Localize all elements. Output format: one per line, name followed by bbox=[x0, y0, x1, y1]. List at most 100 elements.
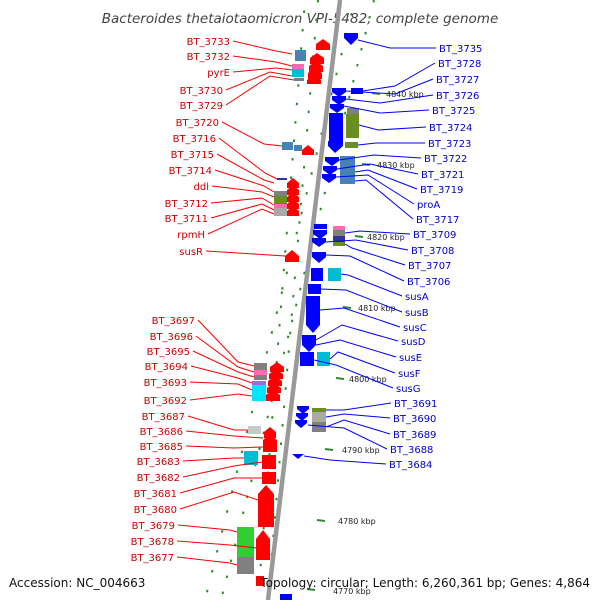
right-connectors bbox=[303, 39, 436, 465]
gene-arrow-reverse bbox=[316, 39, 330, 50]
gene-label[interactable]: BT_3721 bbox=[421, 170, 464, 181]
gene-box bbox=[308, 284, 321, 294]
gene-label[interactable]: BT_3689 bbox=[393, 430, 436, 441]
gene-label[interactable]: BT_3693 bbox=[144, 378, 187, 389]
gene-label[interactable]: BT_3685 bbox=[140, 442, 183, 453]
accession-text: Accession: NC_004663 bbox=[9, 576, 145, 590]
gene-label[interactable]: susE bbox=[399, 353, 422, 364]
map-title: Bacteroides thetaiotaomicron VPI-5482, c… bbox=[102, 11, 499, 27]
gene-arrow-forward bbox=[302, 335, 316, 352]
gene-box bbox=[292, 64, 304, 69]
gene-label[interactable]: ddl bbox=[194, 182, 209, 193]
gene-box bbox=[262, 455, 276, 469]
gene-label[interactable]: BT_3732 bbox=[187, 52, 230, 63]
gene-box bbox=[248, 426, 261, 434]
scale-tick-marks bbox=[306, 92, 381, 591]
gene-label[interactable]: BT_3727 bbox=[436, 75, 479, 86]
gene-label[interactable]: susF bbox=[398, 369, 421, 380]
gene-arrow-reverse bbox=[287, 199, 299, 209]
gene-label[interactable]: BT_3678 bbox=[131, 537, 174, 548]
gene-box bbox=[345, 142, 358, 148]
gene-label[interactable]: BT_3728 bbox=[438, 59, 481, 70]
gene-label[interactable]: susG bbox=[396, 384, 421, 395]
gene-label[interactable]: BT_3722 bbox=[424, 154, 467, 165]
gene-arrow-reverse bbox=[268, 376, 282, 386]
gene-label[interactable]: BT_3690 bbox=[393, 414, 436, 425]
gene-label[interactable]: proA bbox=[417, 200, 440, 211]
gene-label[interactable]: BT_3723 bbox=[428, 139, 471, 150]
gene-label[interactable]: BT_3717 bbox=[416, 215, 459, 226]
gene-label[interactable]: BT_3691 bbox=[394, 399, 437, 410]
gene-label[interactable]: BT_3706 bbox=[407, 277, 450, 288]
gene-arrow-reverse bbox=[309, 61, 323, 72]
gene-arrow-reverse bbox=[287, 206, 299, 216]
gene-arrow-forward bbox=[306, 296, 320, 333]
gene-label[interactable]: susD bbox=[401, 337, 426, 348]
gene-arrow-forward bbox=[323, 166, 337, 175]
gene-box bbox=[262, 472, 276, 484]
gene-label[interactable]: BT_3686 bbox=[140, 427, 183, 438]
scale-label: 4790 kbp bbox=[342, 446, 380, 455]
gene-box bbox=[254, 375, 267, 380]
gene-label[interactable]: BT_3695 bbox=[147, 347, 190, 358]
gene-label[interactable]: BT_3708 bbox=[411, 246, 454, 257]
gene-label[interactable]: BT_3697 bbox=[152, 316, 195, 327]
gene-label[interactable]: BT_3680 bbox=[134, 505, 177, 516]
gene-box bbox=[237, 527, 254, 557]
gene-label[interactable]: BT_3733 bbox=[187, 37, 230, 48]
gene-label[interactable]: BT_3688 bbox=[390, 445, 433, 456]
gene-label[interactable]: susB bbox=[405, 308, 429, 319]
gene-box bbox=[333, 230, 345, 236]
gene-arrow-forward bbox=[332, 88, 346, 97]
gene-box bbox=[317, 352, 330, 366]
scale-label: 4770 kbp bbox=[333, 587, 371, 596]
gene-box bbox=[274, 208, 287, 216]
gene-box bbox=[333, 242, 345, 246]
gene-label[interactable]: BT_3687 bbox=[142, 412, 185, 423]
gene-label[interactable]: BT_3709 bbox=[413, 230, 456, 241]
gene-label[interactable]: BT_3716 bbox=[173, 134, 216, 145]
gene-label[interactable]: BT_3682 bbox=[137, 473, 180, 484]
gene-box bbox=[340, 162, 355, 184]
gene-arrow-reverse bbox=[258, 485, 274, 527]
gene-label[interactable]: BT_3707 bbox=[408, 261, 451, 272]
gene-label[interactable]: BT_3729 bbox=[180, 101, 223, 112]
right-gene-labels: BT_3735 BT_3728 BT_3727 BT_3726 BT_3725 … bbox=[389, 44, 482, 471]
scale-labels: 4840 kbp 4830 kbp 4820 kbp 4810 kbp 4800… bbox=[333, 90, 424, 596]
left-gene-labels: BT_3733 BT_3732 pyrE BT_3730 BT_3729 BT_… bbox=[131, 37, 230, 564]
gene-label[interactable]: BT_3677 bbox=[131, 553, 174, 564]
gene-label[interactable]: susC bbox=[403, 323, 427, 334]
gene-arrow-reverse bbox=[308, 68, 322, 79]
gene-label[interactable]: BT_3735 bbox=[439, 44, 482, 55]
gene-label[interactable]: BT_3725 bbox=[432, 106, 475, 117]
gene-label[interactable]: BT_3711 bbox=[165, 214, 208, 225]
gene-label[interactable]: BT_3719 bbox=[420, 185, 463, 196]
gene-box bbox=[351, 88, 363, 94]
gene-label[interactable]: BT_3683 bbox=[137, 457, 180, 468]
gene-label[interactable]: rpmH bbox=[177, 230, 205, 241]
gene-label[interactable]: BT_3720 bbox=[176, 118, 219, 129]
gene-label[interactable]: BT_3712 bbox=[165, 199, 208, 210]
gene-label[interactable]: pyrE bbox=[207, 68, 230, 79]
gene-label[interactable]: susA bbox=[405, 292, 429, 303]
gene-label[interactable]: susR bbox=[179, 247, 203, 258]
gene-label[interactable]: BT_3696 bbox=[150, 332, 193, 343]
gene-arrow-reverse bbox=[270, 362, 284, 372]
gene-label[interactable]: BT_3730 bbox=[180, 86, 223, 97]
gene-label[interactable]: BT_3724 bbox=[429, 123, 472, 134]
gene-label[interactable]: BT_3694 bbox=[145, 362, 188, 373]
gene-label[interactable]: BT_3726 bbox=[436, 91, 479, 102]
gene-box bbox=[347, 108, 359, 114]
gene-label[interactable]: BT_3684 bbox=[389, 460, 432, 471]
scale-label: 4820 kbp bbox=[367, 233, 405, 242]
gene-box bbox=[294, 145, 302, 151]
gene-arrow-reverse bbox=[264, 427, 276, 438]
gene-label[interactable]: BT_3679 bbox=[132, 521, 175, 532]
gene-label[interactable]: BT_3692 bbox=[144, 396, 187, 407]
left-connectors bbox=[176, 40, 295, 566]
gene-label[interactable]: BT_3681 bbox=[134, 489, 177, 500]
gene-label[interactable]: BT_3715 bbox=[171, 150, 214, 161]
gene-label[interactable]: BT_3714 bbox=[169, 166, 212, 177]
gene-arrow-reverse bbox=[307, 75, 321, 84]
